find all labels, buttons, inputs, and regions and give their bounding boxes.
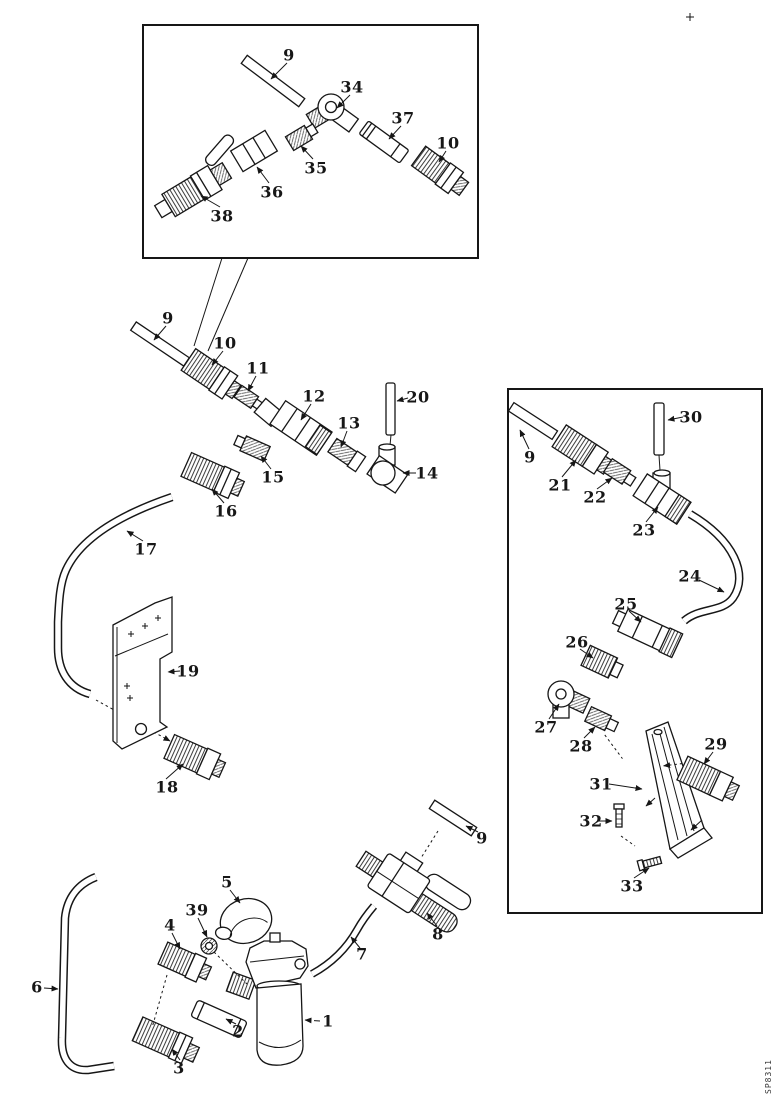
part-label-5: 5 [221, 872, 233, 892]
part-label-38: 38 [210, 206, 234, 226]
part-label-37: 37 [391, 108, 415, 128]
right-fitting-part21 [551, 424, 614, 476]
main-fitting-part11 [233, 384, 265, 412]
part-label-10-main: 10 [213, 333, 237, 353]
inset-valve-part36 [205, 129, 279, 173]
part-label-6: 6 [31, 977, 43, 997]
right-screw-part32 [613, 803, 636, 847]
main-tee-part12 [253, 397, 333, 457]
inset-fitting-part35 [284, 123, 319, 152]
part-label-24: 24 [678, 566, 702, 586]
part-label-9-right: 9 [524, 447, 536, 467]
part-label-39: 39 [185, 900, 209, 920]
part-label-22: 22 [583, 487, 607, 507]
part-label-17: 17 [134, 539, 158, 559]
right-hose-part9 [507, 401, 559, 441]
right-fitting-part28 [583, 705, 623, 759]
part-label-14: 14 [415, 463, 439, 483]
main-bracket-part19 [112, 596, 173, 750]
part-label-35: 35 [304, 158, 328, 178]
bottom-tube-part2 [190, 1000, 248, 1038]
part-label-4: 4 [164, 915, 176, 935]
part-label-11: 11 [246, 358, 270, 378]
right-fitting-part22 [602, 457, 637, 487]
inset-fitting-part10 [410, 145, 470, 197]
main-hose-part17 [53, 492, 174, 742]
part-label-26: 26 [565, 632, 589, 652]
inset-hose-part9 [240, 54, 306, 108]
part-label-15: 15 [261, 467, 285, 487]
main-fitting-part10 [180, 347, 242, 400]
part-label-7: 7 [356, 944, 368, 964]
part-label-34: 34 [340, 77, 364, 97]
part-label-25: 25 [614, 594, 638, 614]
right-hose-part24 [681, 510, 744, 625]
part-label-36: 36 [260, 182, 284, 202]
inset-elbow-part34 [305, 93, 360, 133]
part-label-1: 1 [322, 1011, 334, 1031]
right-elbow-part27 [547, 680, 591, 719]
main-fitting-part13 [327, 437, 367, 473]
part-label-12: 12 [302, 386, 326, 406]
part-label-20: 20 [406, 387, 430, 407]
bottom-hose-part7 [310, 903, 378, 978]
part-label-33: 33 [620, 876, 644, 896]
right-tee-part23 [632, 469, 692, 525]
part-label-13: 13 [337, 413, 361, 433]
bottom-hose-part6 [57, 873, 115, 1075]
bottom-fitting-part3 [131, 1016, 201, 1065]
part-label-3: 3 [173, 1058, 185, 1078]
inset-fitting-part38 [153, 161, 233, 219]
part-label-31: 31 [589, 774, 613, 794]
main-hose-part9 [129, 321, 191, 367]
part-label-28: 28 [569, 736, 593, 756]
part-label-8: 8 [432, 924, 444, 944]
bottom-hose-part9 [428, 799, 478, 837]
bottom-cap-part5 [214, 897, 273, 945]
right-screw-part33 [636, 855, 663, 872]
part-label-2: 2 [232, 1021, 244, 1041]
bottom-valve-part8 [355, 850, 472, 933]
main-fitting-part16 [180, 451, 246, 500]
bottom-filter-part1 [225, 932, 309, 1066]
part-label-9-main: 9 [162, 308, 174, 328]
part-label-18: 18 [155, 777, 179, 797]
part-label-21: 21 [548, 475, 572, 495]
main-fitting-part15 [233, 434, 272, 463]
right-fitting-part29 [663, 755, 741, 802]
inset-detail-box [142, 13, 694, 352]
main-elbow-part14 [366, 443, 409, 494]
part-label-27: 27 [534, 717, 558, 737]
part-label-10-inset: 10 [436, 133, 460, 153]
main-fitting-part18 [163, 733, 227, 781]
part-label-32: 32 [579, 811, 603, 831]
right-fitting-part25 [611, 608, 684, 659]
leader-lines [43, 62, 725, 1061]
part-label-16: 16 [214, 501, 238, 521]
part-label-9-inset: 9 [283, 45, 295, 65]
assembly-axis-lines [151, 830, 439, 1029]
part-label-23: 23 [632, 520, 656, 540]
bottom-ring-part39 [200, 937, 218, 955]
part-label-19: 19 [176, 661, 200, 681]
part-label-30: 30 [679, 407, 703, 427]
part-label-29: 29 [704, 734, 728, 754]
right-assembly-box [507, 388, 763, 914]
part-label-9-bottom: 9 [476, 828, 488, 848]
drawing-code: SP8311 [764, 1059, 773, 1094]
bottom-fitting-part4 [157, 941, 213, 983]
